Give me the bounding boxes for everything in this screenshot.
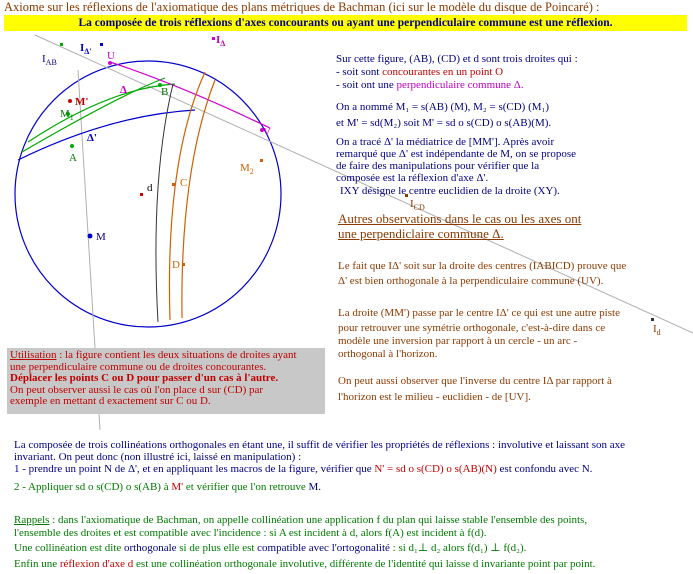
explain-line-3: de faire des manipulations pour vérifier…: [336, 160, 540, 172]
label-d-small: d: [147, 182, 153, 194]
obs3-line-2: l'horizon est le milieu - euclidien - de…: [338, 391, 531, 403]
point-a: [70, 144, 74, 148]
label-m2: M2: [240, 162, 254, 177]
intro-line-3: - soit ont une perpendiculaire commune Δ…: [336, 79, 524, 91]
rappels-line-4: Enfin une réflexion d'axe d est une coll…: [14, 558, 596, 570]
arc-ab-2: [27, 83, 176, 143]
label-idelta-prime: IΔ': [80, 42, 92, 57]
bottom-line-4: 2 - Appliquer sd o s(CD) o s(AB) à M' et…: [14, 481, 322, 493]
explain-line-4: composée est la réflexion d'axe Δ'.: [336, 172, 489, 184]
point-d: [182, 263, 185, 266]
label-m: M: [96, 231, 106, 243]
rappels-line-3: Une collinéation est dite orthogonale si…: [14, 542, 527, 554]
point-icd: [405, 194, 408, 197]
centers-line: [34, 34, 693, 334]
label-m1: M1: [60, 108, 74, 123]
point-mprime: [68, 99, 72, 103]
label-delta-prime: Δ': [87, 132, 97, 144]
label-iab: IAB: [42, 53, 57, 68]
label-d: D: [172, 259, 180, 271]
point-m2: [260, 159, 263, 162]
arc-delta: [109, 61, 271, 129]
intro-line-1: Sur cette figure, (AB), (CD) et d sont t…: [336, 53, 578, 65]
rappels-line-2: l'ensemble des droites et est compatible…: [14, 527, 487, 539]
arc-delta-prime: [17, 109, 196, 161]
label-mprime: M': [75, 96, 89, 108]
arc-cd-1: [168, 71, 206, 321]
arc-ab-1: [21, 77, 166, 153]
naming-line-1: On a nommé M₁ = s(AB) (M), M₂ = s(CD) (M…: [336, 101, 550, 113]
point-idelta-prime: [100, 43, 103, 46]
bottom-line-1: La composée de trois collinéations ortho…: [14, 439, 626, 451]
subtitle-line-2: une perpendiclaire commune Δ.: [338, 226, 504, 241]
point-c: [172, 183, 175, 186]
intro-line-2: - soit sont concourantes en un point O: [336, 66, 504, 78]
obs2-line-1: La droite (MM') passe par le centre IΔ' …: [338, 307, 620, 319]
label-a: A: [69, 152, 77, 164]
label-delta: Δ: [120, 84, 127, 96]
bottom-line-3: 1 - prendre un point N de Δ', et en appl…: [14, 463, 593, 475]
explain-line-5: IXY désigne le centre euclidien de la dr…: [340, 185, 560, 197]
point-u: [108, 61, 112, 65]
obs3-line-1: On peut aussi observer que l'inverse du …: [338, 375, 612, 387]
obs1-line-1: Le fait que IΔ' soit sur la droite des c…: [338, 260, 627, 272]
arc-cd-2: [181, 79, 216, 319]
axiom-banner: La composée de trois réflexions d'axes c…: [4, 15, 687, 31]
label-b: B: [161, 86, 169, 98]
point-b: [158, 83, 162, 87]
bottom-line-2: invariant. On peut donc (non illustré ic…: [14, 451, 302, 463]
horizon-circle: [14, 60, 282, 328]
explain-line-1: On a tracé Δ' la médiatrice de [MM']. Ap…: [336, 136, 555, 148]
obs2-line-2: pour retrouver une symétrie orthogonale,…: [338, 322, 606, 334]
rappels-line-1: Rappels : dans l'axiomatique de Bachman,…: [14, 514, 588, 526]
page-title: Axiome sur les réflexions de l'axiomatiq…: [4, 0, 600, 14]
label-c: C: [180, 177, 188, 189]
label-idelta: IΔ: [216, 34, 226, 49]
usage-box: Utilisation : la figure contient les deu…: [7, 348, 325, 414]
point-v: [260, 128, 264, 132]
point-id: [651, 318, 654, 321]
usage-label: Utilisation: [10, 349, 57, 361]
point-m1: [66, 112, 70, 116]
obs1-line-2: Δ' est bien orthogonale à la perpendicul…: [338, 275, 604, 287]
label-v: V: [263, 126, 271, 138]
point-d-small: [140, 193, 143, 196]
point-iab: [60, 43, 63, 46]
point-idelta: [212, 37, 215, 40]
label-icd: ICD: [410, 198, 425, 213]
naming-line-2: et M' = sd(M₂) soit M' = sd o s(CD) o s(…: [336, 117, 552, 129]
explain-line-2: remarqué que Δ' est indépendante de M, o…: [336, 148, 576, 160]
arc-d: [155, 83, 174, 323]
label-u: U: [107, 50, 115, 62]
obs2-line-4: orthogonal à l'horizon.: [338, 348, 438, 360]
label-id: Id: [653, 323, 661, 338]
usage-instruction: Déplacer les points C ou D pour passer d…: [10, 372, 279, 384]
point-m: [87, 233, 93, 239]
subtitle-line-1: Autres observations dans le cas ou les a…: [338, 211, 582, 226]
obs2-line-3: modèle une inversion par rapport à un ce…: [338, 335, 578, 347]
